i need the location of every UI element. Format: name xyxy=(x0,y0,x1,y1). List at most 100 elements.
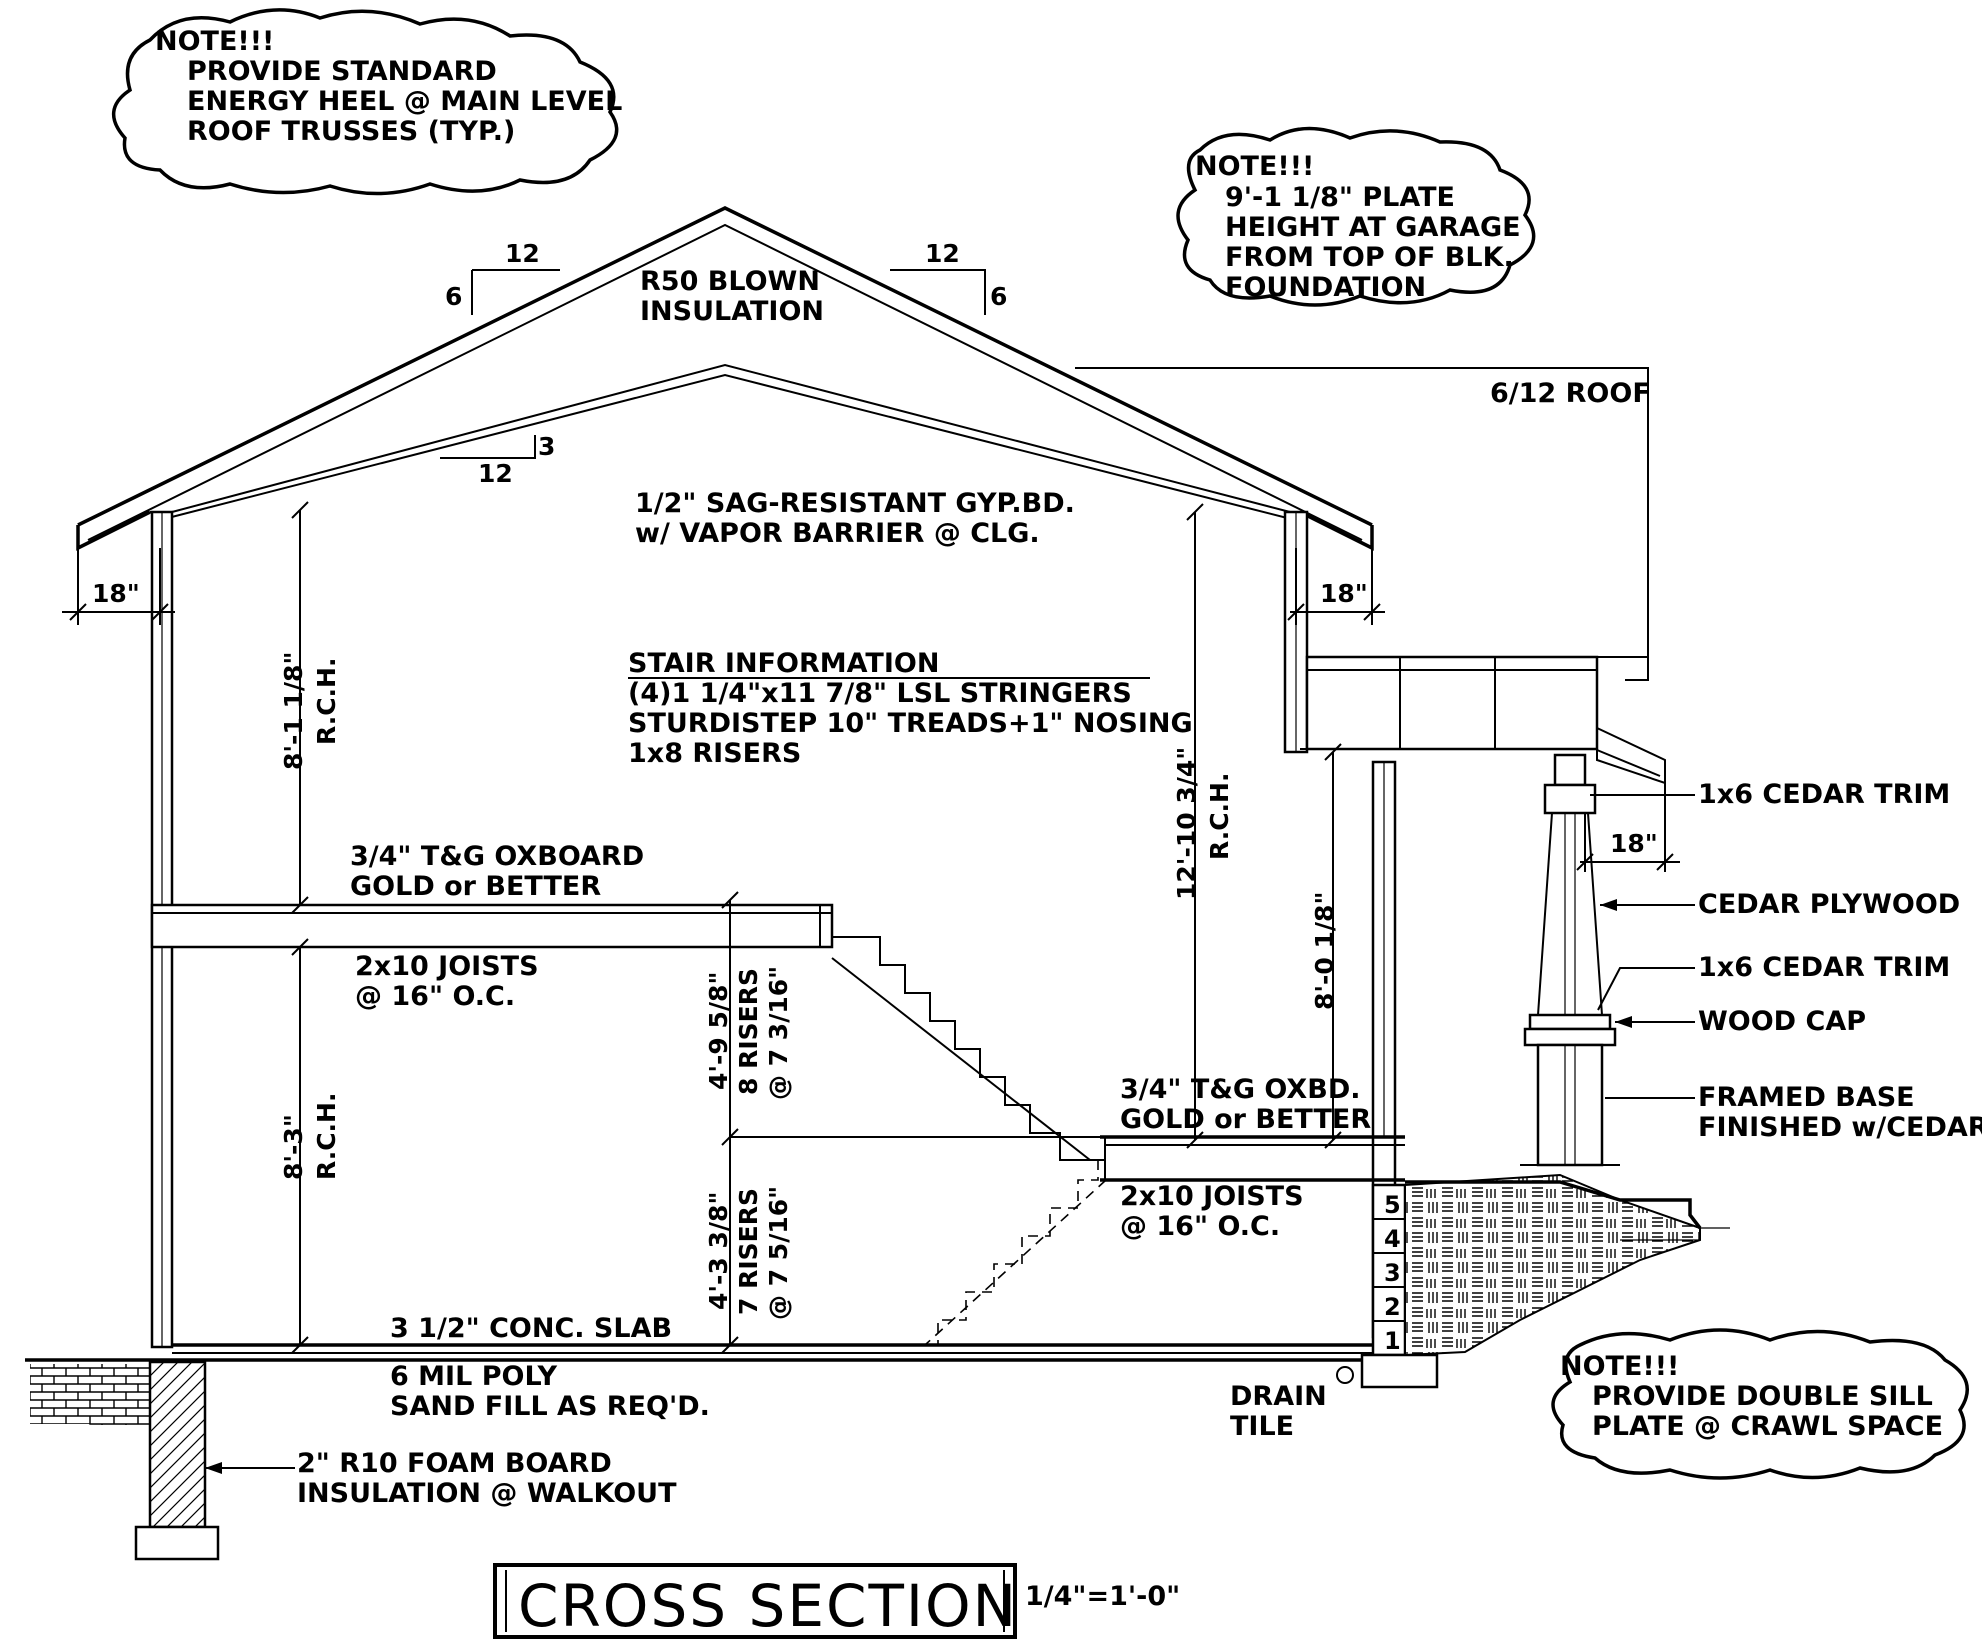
note-line: PLATE @ CRAWL SPACE xyxy=(1592,1411,1943,1442)
main-floor-system xyxy=(150,903,834,949)
drain-label: TILE xyxy=(1230,1411,1294,1442)
joist-label: @ 16" O.C. xyxy=(355,981,515,1012)
note-cloud-garage-plate: NOTE!!! 9'-1 1/8" PLATE HEIGHT AT GARAGE… xyxy=(1176,126,1536,307)
ceiling-label: 1/2" SAG-RESISTANT GYP.BD. xyxy=(635,488,1075,519)
svg-text:R.C.H.: R.C.H. xyxy=(1205,773,1234,860)
porch-column xyxy=(1520,753,1620,1167)
svg-text:4'-9 5/8": 4'-9 5/8" xyxy=(704,972,733,1090)
svg-text:CEDAR PLYWOOD: CEDAR PLYWOOD xyxy=(1698,889,1960,920)
svg-text:@ 7 5/16": @ 7 5/16" xyxy=(764,1186,793,1320)
slab-label: 3 1/2" CONC. SLAB xyxy=(390,1313,672,1344)
svg-text:R.C.H.: R.C.H. xyxy=(312,658,341,745)
svg-text:12: 12 xyxy=(925,239,960,268)
svg-text:18": 18" xyxy=(92,579,140,608)
pitch-symbol-left: 12 6 xyxy=(445,239,560,315)
svg-text:3: 3 xyxy=(538,432,555,461)
dim-lower-height: 8'-3" R.C.H. xyxy=(279,938,341,1354)
dim-garage-height: 12'-10 3/4" R.C.H. xyxy=(1172,503,1234,1149)
svg-text:5: 5 xyxy=(1384,1191,1401,1219)
svg-text:12'-10 3/4": 12'-10 3/4" xyxy=(1172,747,1201,900)
column-callouts: 1x6 CEDAR TRIM CEDAR PLYWOOD 1x6 CEDAR T… xyxy=(1590,779,1982,1143)
svg-text:6: 6 xyxy=(445,282,462,311)
svg-text:8'-0 1/8": 8'-0 1/8" xyxy=(1310,892,1339,1010)
joist-label: 2x10 JOISTS xyxy=(355,951,539,982)
note-line: ROOF TRUSSES (TYP.) xyxy=(187,116,515,147)
dim-porch-height: 8'-0 1/8" xyxy=(1310,743,1342,1149)
svg-text:INSULATION @ WALKOUT: INSULATION @ WALKOUT xyxy=(297,1478,677,1509)
svg-text:4: 4 xyxy=(1384,1225,1401,1253)
drawing-title: CROSS SECTION xyxy=(518,1572,1018,1640)
svg-text:@ 7 3/16": @ 7 3/16" xyxy=(764,966,793,1100)
svg-text:(4)1 1/4"x11 7/8" LSL STRINGER: (4)1 1/4"x11 7/8" LSL STRINGERS xyxy=(628,678,1132,709)
svg-text:8'-3": 8'-3" xyxy=(279,1114,308,1180)
svg-text:18": 18" xyxy=(1610,829,1658,858)
dim-overhang-porch: 18" xyxy=(1576,783,1680,872)
drain-tile-icon xyxy=(1336,1366,1354,1384)
svg-text:2: 2 xyxy=(1384,1293,1401,1321)
title-block: CROSS SECTION 1/4"=1'-0" xyxy=(493,1563,1180,1640)
poly-label: 6 MIL POLY xyxy=(390,1361,557,1392)
stair-title: STAIR INFORMATION xyxy=(628,648,939,679)
stair-upper-run xyxy=(831,936,1105,1161)
svg-text:18": 18" xyxy=(1320,579,1368,608)
svg-text:8'-1 1/8": 8'-1 1/8" xyxy=(279,652,308,770)
svg-text:FRAMED BASE: FRAMED BASE xyxy=(1698,1082,1915,1113)
dim-overhang-left: 18" xyxy=(62,548,175,625)
garage-floor-system xyxy=(1100,1135,1405,1182)
drain-label: DRAIN xyxy=(1230,1381,1327,1412)
stair-lower-run xyxy=(870,1160,1107,1346)
garage-floor-label: 3/4" T&G OXBD. xyxy=(1120,1074,1360,1105)
svg-text:12: 12 xyxy=(478,459,513,488)
garage-joist-label: 2x10 JOISTS xyxy=(1120,1181,1304,1212)
note-title: NOTE!!! xyxy=(1560,1351,1679,1382)
note-line: 9'-1 1/8" PLATE xyxy=(1225,182,1455,213)
svg-text:FINISHED w/CEDAR: FINISHED w/CEDAR xyxy=(1698,1112,1982,1143)
floor-label: 3/4" T&G OXBOARD xyxy=(350,841,644,872)
svg-text:3: 3 xyxy=(1384,1259,1401,1287)
stair-info: STAIR INFORMATION (4)1 1/4"x11 7/8" LSL … xyxy=(628,648,1193,769)
poly-label: SAND FILL AS REQ'D. xyxy=(390,1391,710,1422)
svg-text:7 RISERS: 7 RISERS xyxy=(734,1188,763,1315)
garage-beam xyxy=(1300,655,1599,751)
insulation-label: INSULATION xyxy=(640,296,824,327)
floor-label: GOLD or BETTER xyxy=(350,871,601,902)
note-cloud-energy-heel: NOTE!!! PROVIDE STANDARD ENERGY HEEL @ M… xyxy=(111,8,622,196)
pitch-symbol-right: 12 6 xyxy=(890,239,1007,315)
svg-text:1x6 CEDAR TRIM: 1x6 CEDAR TRIM xyxy=(1698,952,1950,983)
note-line: FROM TOP OF BLK. xyxy=(1225,242,1514,273)
svg-text:6: 6 xyxy=(990,282,1007,311)
dim-overhang-right: 18" xyxy=(1287,548,1385,625)
main-roof-truss xyxy=(76,206,1374,551)
block-foundation: 5 4 3 2 1 xyxy=(1360,1183,1439,1389)
dim-upper-height: 8'-1 1/8" R.C.H. xyxy=(279,501,341,914)
drawing-scale: 1/4"=1'-0" xyxy=(1025,1581,1180,1612)
svg-text:STURDISTEP 10" TREADS+1" NOSIN: STURDISTEP 10" TREADS+1" NOSING xyxy=(628,708,1193,739)
note-line: FOUNDATION xyxy=(1225,272,1426,303)
note-title: NOTE!!! xyxy=(1195,151,1314,182)
svg-text:1: 1 xyxy=(1384,1327,1401,1355)
svg-text:R.C.H.: R.C.H. xyxy=(312,1093,341,1180)
svg-text:8 RISERS: 8 RISERS xyxy=(734,968,763,1095)
garage-roof: 6/12 ROOF xyxy=(1075,367,1651,681)
garage-joist-label: @ 16" O.C. xyxy=(1120,1211,1280,1242)
svg-text:12: 12 xyxy=(505,239,540,268)
foam-callout: 2" R10 FOAM BOARD INSULATION @ WALKOUT xyxy=(205,1448,677,1509)
dim-stair-lower: 4'-3 3/8" 7 RISERS @ 7 5/16" xyxy=(704,1137,793,1354)
dim-stair-upper: 4'-9 5/8" 8 RISERS @ 7 3/16" xyxy=(704,891,1100,1146)
note-line: PROVIDE STANDARD xyxy=(187,56,497,87)
svg-text:4'-3 3/8": 4'-3 3/8" xyxy=(704,1192,733,1310)
pitch-symbol-ceiling: 3 12 xyxy=(440,432,555,488)
note-line: ENERGY HEEL @ MAIN LEVEL xyxy=(187,86,622,117)
svg-text:1x8 RISERS: 1x8 RISERS xyxy=(628,738,801,769)
note-line: HEIGHT AT GARAGE xyxy=(1225,212,1521,243)
ceiling-label: w/ VAPOR BARRIER @ CLG. xyxy=(635,518,1040,549)
note-cloud-double-sill: NOTE!!! PROVIDE DOUBLE SILL PLATE @ CRAW… xyxy=(1551,1328,1969,1480)
left-foundation xyxy=(30,1360,220,1561)
note-line: PROVIDE DOUBLE SILL xyxy=(1592,1381,1933,1412)
svg-text:WOOD CAP: WOOD CAP xyxy=(1698,1006,1866,1037)
svg-text:1x6 CEDAR TRIM: 1x6 CEDAR TRIM xyxy=(1698,779,1950,810)
note-title: NOTE!!! xyxy=(155,26,274,57)
svg-text:2" R10 FOAM BOARD: 2" R10 FOAM BOARD xyxy=(297,1448,612,1479)
insulation-label: R50 BLOWN xyxy=(640,266,820,297)
